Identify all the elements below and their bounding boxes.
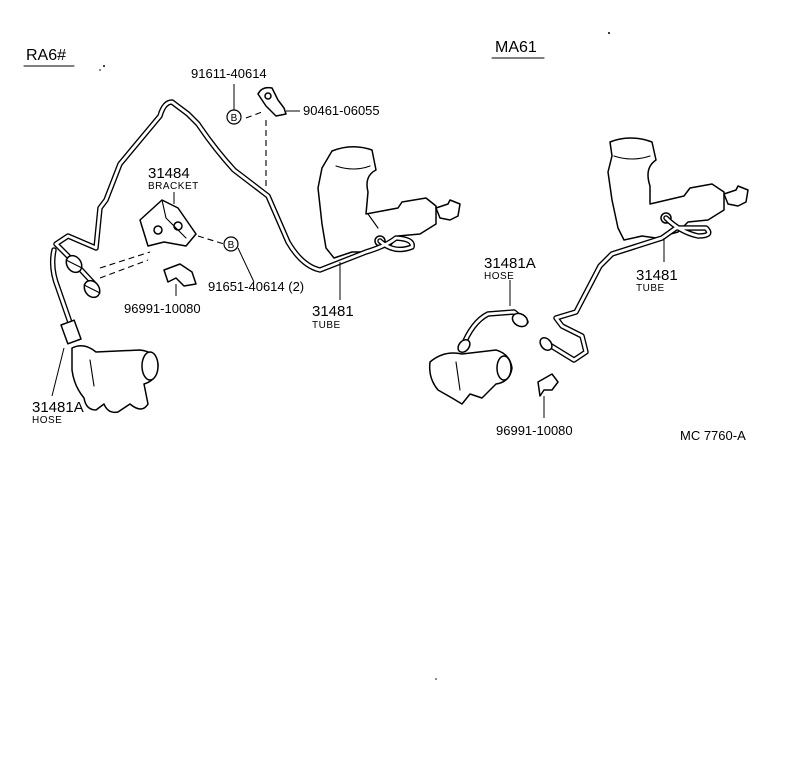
clip-left: [163, 263, 197, 287]
assembly-line-bracket: [99, 235, 225, 279]
label-tube-text-right: TUBE: [636, 283, 665, 294]
leader-lines-right: [509, 238, 665, 418]
label-hose-text-left: HOSE: [32, 415, 62, 426]
svg-text:B: B: [228, 240, 235, 251]
clamp-90461: [257, 86, 287, 117]
svg-text:B: B: [231, 113, 238, 124]
assembly-line-clamp: [245, 111, 267, 186]
label-hose-num-left: 31481A: [32, 399, 84, 416]
label-tube-bolt: 91611-40614: [191, 66, 267, 81]
section-label-ma61: MA61: [495, 39, 537, 56]
label-clip-left: 96991-10080: [124, 301, 201, 316]
bracket-31484: [139, 199, 197, 247]
label-clamp-nut: 90461-06055: [303, 103, 380, 118]
label-tube-num-left: 31481: [312, 303, 354, 320]
leader-lines-left: [51, 84, 341, 397]
label-tube-text-left: TUBE: [312, 320, 341, 331]
release-cylinder-right: [428, 349, 513, 405]
figure-code: MC 7760-A: [680, 428, 746, 443]
ma61-assembly: MA61: [428, 39, 749, 438]
clip-right: [537, 373, 559, 397]
release-cylinder-left: [71, 345, 159, 414]
label-bracket-text: BRACKET: [148, 181, 199, 192]
label-hose-num-right: 31481A: [484, 255, 536, 272]
section-label-ra6: RA6#: [26, 47, 66, 64]
tube-fittings-left: [65, 254, 101, 299]
bolt-marker-b1: B: [226, 109, 242, 125]
ra6-assembly: RA6#: [23, 47, 461, 426]
label-bracket-bolt: 91651-40614 (2): [208, 279, 304, 294]
scan-specks: [99, 32, 610, 680]
label-tube-num-right: 31481: [636, 267, 678, 284]
label-bracket-num: 31484: [148, 165, 190, 182]
bolt-marker-b2: B: [223, 236, 239, 252]
label-hose-text-right: HOSE: [484, 271, 514, 282]
master-cylinder-right: [607, 137, 749, 241]
label-clip-right: 96991-10080: [496, 423, 573, 438]
